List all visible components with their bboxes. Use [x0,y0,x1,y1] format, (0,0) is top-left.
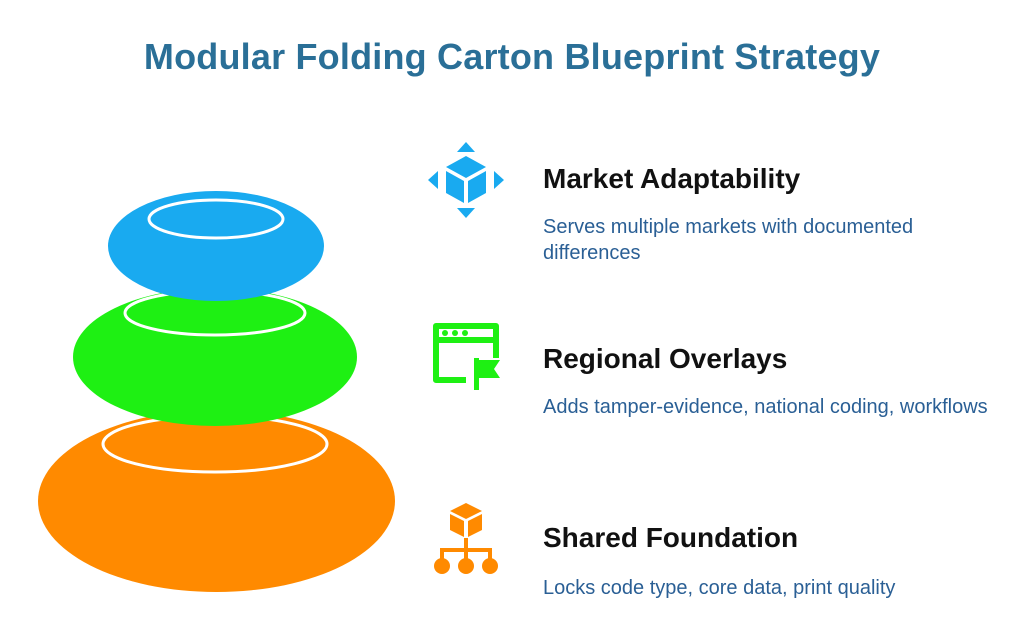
item-description: Adds tamper-evidence, national coding, w… [543,396,988,418]
item-heading: Shared Foundation [543,522,799,553]
cube-arrows-icon [428,142,504,218]
item-heading: Market Adaptability [543,163,801,194]
top-ring [108,191,324,301]
page-title: Modular Folding Carton Blueprint Strateg… [143,36,881,77]
middle-ring [73,288,357,426]
item-heading: Regional Overlays [543,343,788,374]
bottom-ring [38,410,395,592]
item-description: Serves multiple markets with documented … [543,216,914,264]
hierarchy-box-icon [434,503,498,574]
browser-flag-icon [433,323,500,390]
item-description: Locks code type, core data, print qualit… [543,577,896,599]
ring-stack-diagram [38,191,395,592]
